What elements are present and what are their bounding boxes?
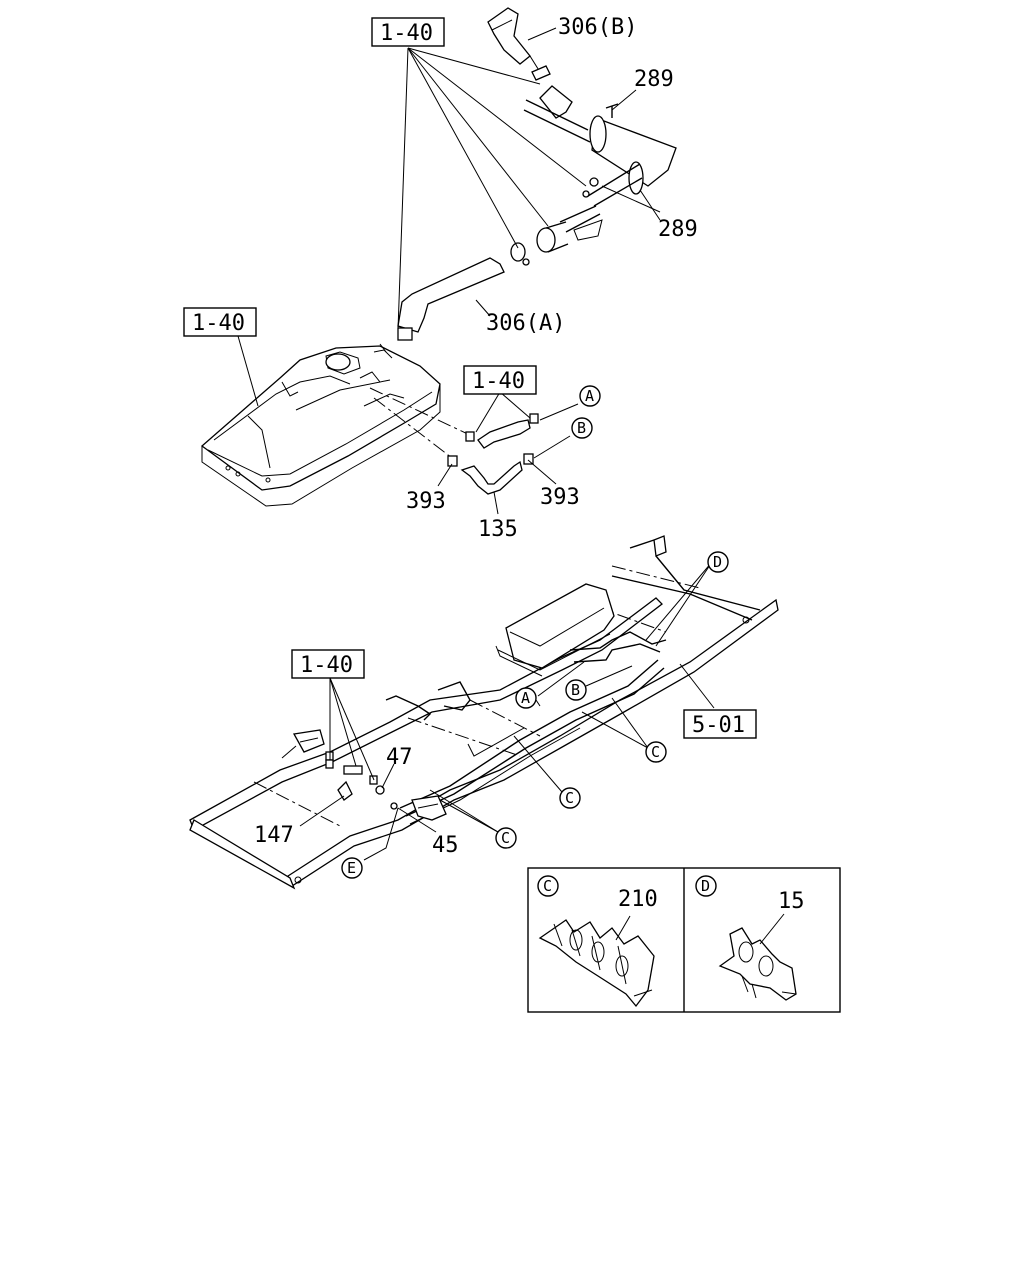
part-label-306a: 306(A) [486, 311, 565, 336]
svg-text:C: C [565, 789, 574, 807]
part-label-15: 15 [778, 889, 805, 914]
callout-c-front: C [495, 827, 517, 849]
part-label-306b: 306(B) [558, 15, 637, 40]
callout-c-detail: C [537, 875, 559, 897]
callout-a-tank: A [579, 385, 601, 407]
ref-label: 1-40 [300, 653, 353, 678]
callout-b-tank: B [571, 417, 593, 439]
fuel-tank [200, 343, 441, 507]
tank-hoses [447, 403, 579, 495]
callout-d-frame: D [707, 551, 729, 573]
ref-label: 5-01 [692, 713, 745, 738]
ref-box-frame: 5-01 [683, 709, 757, 739]
part-label-135: 135 [478, 517, 518, 542]
part-label-45: 45 [432, 833, 459, 858]
callout-e-frame: E [341, 857, 363, 879]
svg-text:A: A [585, 387, 594, 405]
ref-box-tank: 1-40 [183, 307, 257, 337]
ref-box-hose: 1-40 [463, 365, 537, 395]
chassis-frame [189, 535, 779, 890]
svg-text:C: C [501, 829, 510, 847]
clip-210-drawing [538, 919, 655, 1008]
svg-text:D: D [701, 877, 710, 895]
ref-box-top: 1-40 [371, 17, 445, 47]
svg-text:C: C [543, 877, 552, 895]
ref-label: 1-40 [192, 311, 245, 336]
part-label-393-right: 393 [540, 485, 580, 510]
callout-a-frame: A [515, 687, 537, 709]
clip-15-drawing [718, 927, 797, 1001]
ref-label: 1-40 [380, 21, 433, 46]
part-label-210: 210 [618, 887, 658, 912]
part-label-47: 47 [386, 745, 413, 770]
callout-b-frame: B [565, 679, 587, 701]
callout-c-rear: C [645, 741, 667, 763]
part-label-147: 147 [254, 823, 294, 848]
callout-d-detail: D [695, 875, 717, 897]
ref-label: 1-40 [472, 369, 525, 394]
ref-box-chassis: 1-40 [291, 649, 365, 679]
top-leaders [397, 27, 661, 331]
svg-text:B: B [571, 681, 580, 699]
part-label-289-upper: 289 [634, 67, 674, 92]
svg-text:A: A [521, 689, 530, 707]
svg-text:E: E [347, 859, 356, 877]
mid-leaders [237, 335, 557, 515]
callout-c-mid: C [559, 787, 581, 809]
chassis-leaders [299, 561, 715, 861]
svg-text:B: B [577, 419, 586, 437]
part-label-289-lower: 289 [658, 217, 698, 242]
svg-text:D: D [713, 553, 722, 571]
filler-neck-assembly [397, 7, 677, 341]
part-label-393-left: 393 [406, 489, 446, 514]
detail-panel [527, 867, 841, 1013]
svg-text:C: C [651, 743, 660, 761]
